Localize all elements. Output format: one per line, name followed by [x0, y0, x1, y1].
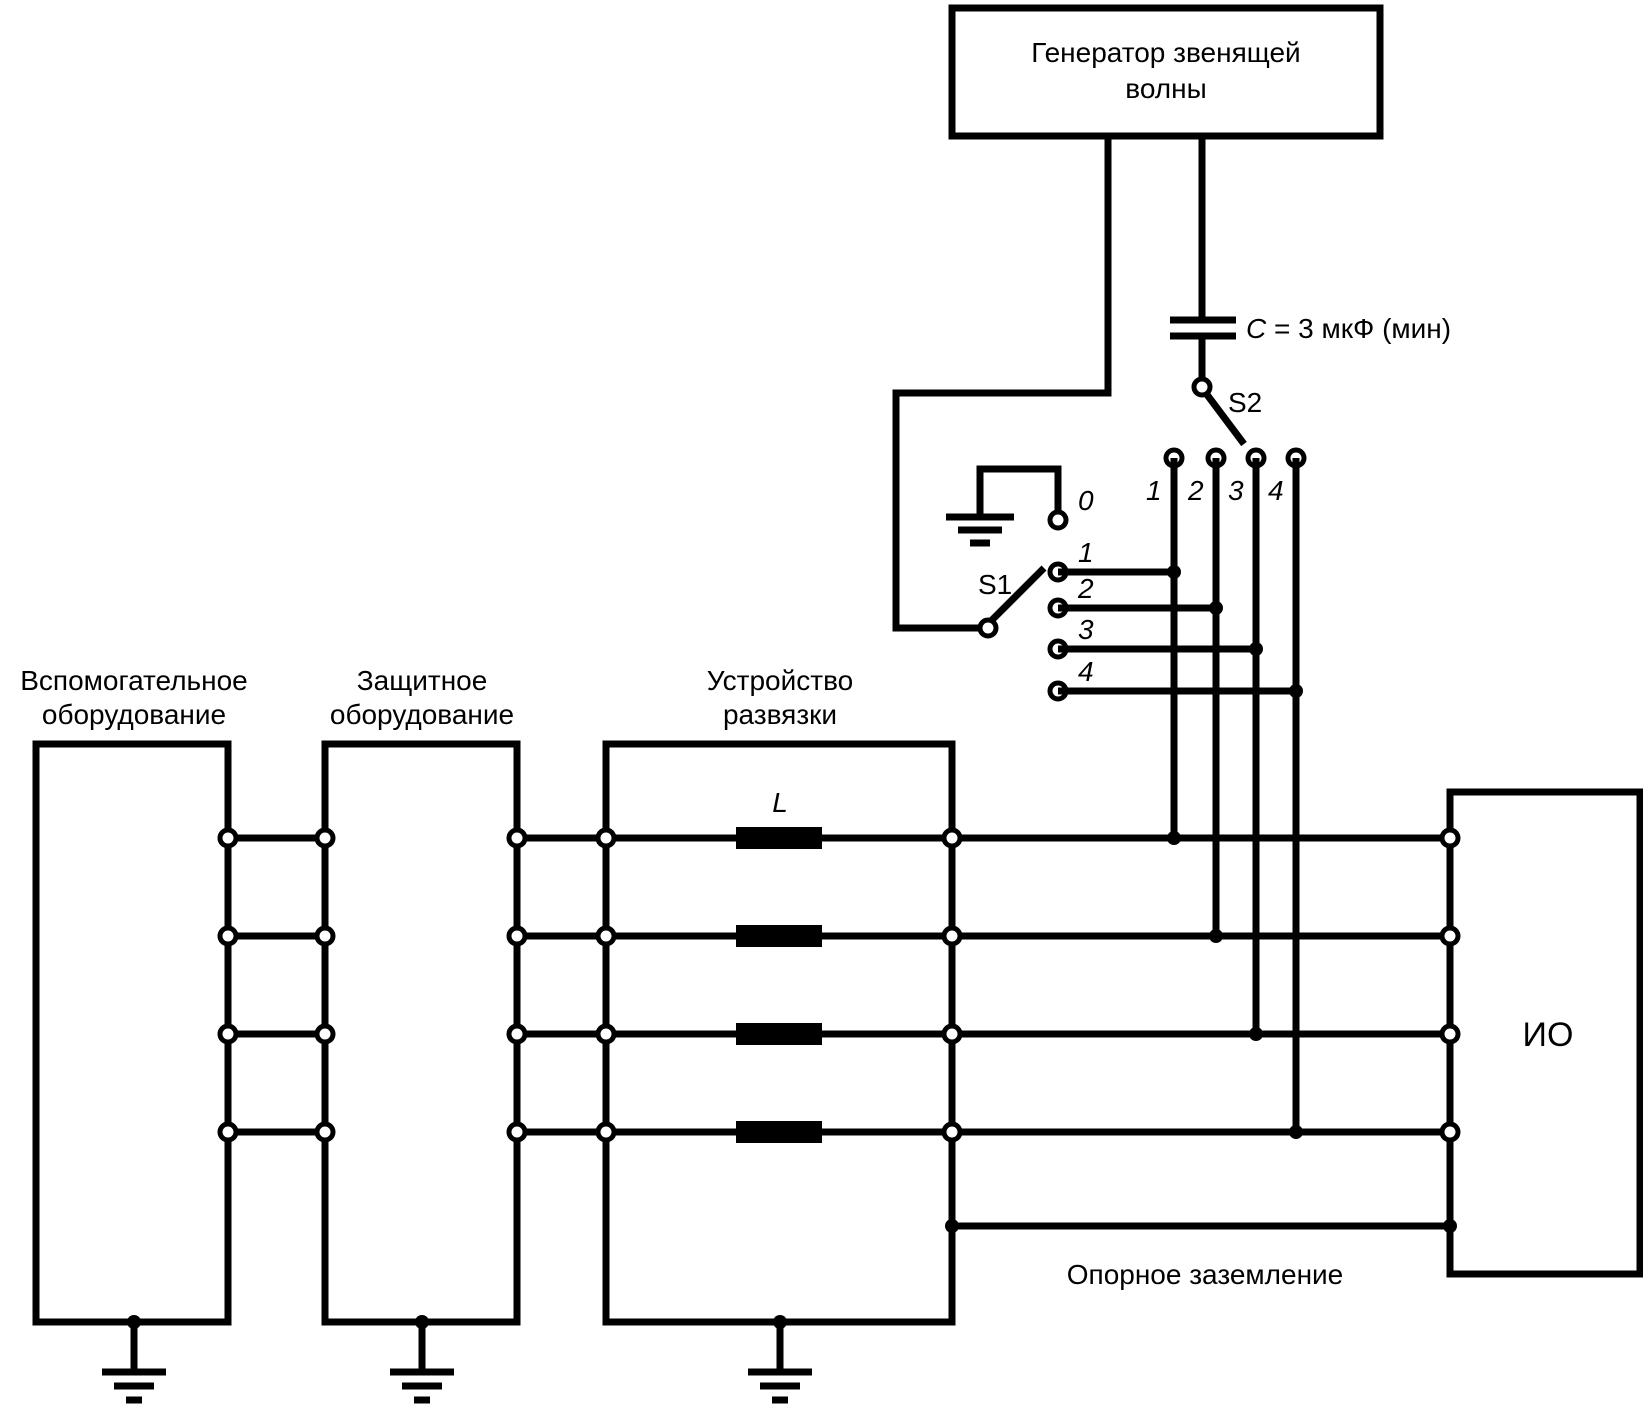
s1-common-terminal — [977, 617, 999, 639]
line-terminal — [595, 1121, 617, 1143]
line-terminal — [595, 1023, 617, 1045]
protective-label-line1: Защитное — [357, 665, 488, 696]
auxiliary-label-line2: оборудование — [42, 699, 226, 730]
signal-lines — [217, 827, 1461, 1143]
reference-ground-junction-right — [1443, 1219, 1457, 1233]
generator-box — [948, 4, 1384, 140]
capacitor-value: = 3 мкФ (мин) — [1266, 313, 1451, 344]
reference-ground: Опорное заземление — [945, 1219, 1457, 1290]
line-terminal — [217, 827, 239, 849]
line-terminal — [217, 1121, 239, 1143]
line-terminal — [217, 1023, 239, 1045]
line-terminal — [506, 1121, 528, 1143]
s2-common-terminal — [1191, 376, 1213, 398]
auxiliary-label-line1: Вспомогательное — [20, 665, 247, 696]
reference-ground-junction-left — [945, 1219, 959, 1233]
line-terminal — [941, 1023, 963, 1045]
line-terminal — [1439, 1023, 1461, 1045]
bus-junction — [1167, 565, 1181, 579]
s1-ground-wire — [976, 465, 1062, 520]
s1-position-label: 4 — [1078, 656, 1094, 687]
s1-contact-terminal — [1047, 509, 1069, 531]
s1-position-label: 2 — [1077, 573, 1094, 604]
line-terminal — [1439, 925, 1461, 947]
inductor-coil — [736, 827, 822, 849]
switch-s1: S1 0 1 2 3 4 — [977, 485, 1094, 702]
s2-position-label: 4 — [1268, 475, 1284, 506]
inductor-coil — [736, 1023, 822, 1045]
generator-return-wire — [892, 136, 1112, 632]
auxiliary-equipment-block: Вспомогательное оборудование — [20, 665, 248, 1326]
bus-junction — [1209, 601, 1223, 615]
capacitor: C = 3 мкФ (мин) — [1170, 313, 1451, 344]
inductor-coil — [736, 1121, 822, 1143]
protective-box — [321, 740, 521, 1326]
line-terminal — [506, 827, 528, 849]
decoupling-label-line1: Устройство — [707, 665, 853, 696]
auxiliary-box — [32, 740, 232, 1326]
line-terminal — [1439, 1121, 1461, 1143]
line-terminal — [941, 1121, 963, 1143]
line-terminal — [595, 827, 617, 849]
decoupling-label-line2: развязки — [723, 699, 837, 730]
eut-block: ИО — [1446, 788, 1643, 1278]
bus-junction — [1289, 684, 1303, 698]
reference-ground-label: Опорное заземление — [1067, 1259, 1344, 1290]
line-terminal — [314, 827, 336, 849]
s2-blade — [1199, 385, 1247, 447]
inductor-label: L — [772, 787, 788, 818]
decoupling-device-block: Устройство развязки L — [602, 665, 956, 1326]
s1-position-label: 0 — [1078, 485, 1094, 516]
bus-junction — [1249, 642, 1263, 656]
s2-position-label: 2 — [1187, 475, 1204, 506]
protective-label-line2: оборудование — [330, 699, 514, 730]
generator-block: Генератор звенящей волны — [948, 4, 1384, 140]
line-terminal — [941, 925, 963, 947]
line-terminal — [217, 925, 239, 947]
s1-label: S1 — [978, 569, 1012, 600]
eut-label: ИО — [1523, 1016, 1574, 1054]
line-terminal — [506, 1023, 528, 1045]
s1-blade — [987, 565, 1047, 625]
line-terminal — [314, 1121, 336, 1143]
line-terminal — [1439, 827, 1461, 849]
capacitor-symbol: C — [1246, 313, 1267, 344]
generator-label-line1: Генератор звенящей — [1031, 37, 1300, 68]
line-terminal — [595, 925, 617, 947]
s1-contacts: 0 1 2 3 4 — [1047, 485, 1094, 702]
generator-label-line2: волны — [1125, 73, 1206, 104]
line-terminal — [506, 925, 528, 947]
protective-equipment-block: Защитное оборудование — [321, 665, 521, 1326]
earth-grounds — [102, 1315, 812, 1404]
s1-position-label: 1 — [1078, 537, 1094, 568]
capacitor-label: C = 3 мкФ (мин) — [1246, 313, 1451, 344]
line-terminal — [314, 1023, 336, 1045]
s2-label: S2 — [1228, 387, 1262, 418]
line-terminal — [314, 925, 336, 947]
s2-position-label: 3 — [1228, 475, 1244, 506]
s2-position-label: 1 — [1146, 475, 1162, 506]
s1-position-label: 3 — [1078, 614, 1094, 645]
s1-ground — [946, 465, 1062, 547]
inductor-coil — [736, 925, 822, 947]
line-terminal — [941, 827, 963, 849]
